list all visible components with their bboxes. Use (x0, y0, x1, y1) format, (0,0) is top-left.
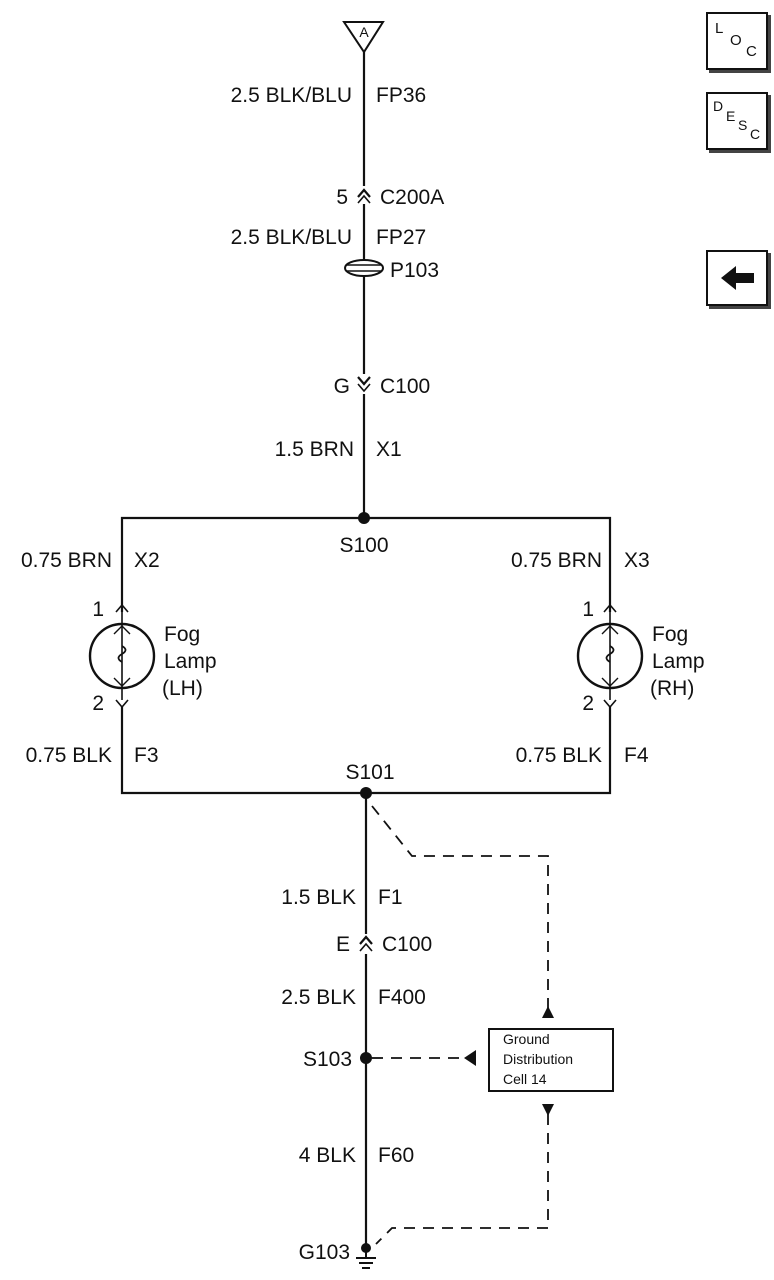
lamp-lh-line1: Fog (164, 623, 200, 646)
dashed-link-g103 (375, 1114, 549, 1245)
lamp-rh-line3: (RH) (650, 677, 694, 700)
desc-letter-e: E (726, 108, 736, 124)
connector-c200a-symbol (357, 186, 371, 204)
wire-f4-gauge: 0.75 BLK (516, 744, 602, 767)
loc-letter-o: O (730, 32, 742, 49)
wire-x2-circuit: X2 (134, 549, 160, 572)
lamp-rh-line1: Fog (652, 623, 688, 646)
loc-letter-l: L (715, 20, 724, 37)
ground-box-line1: Ground (503, 1031, 550, 1047)
lamp-lh-line3: (LH) (162, 677, 203, 700)
ground-label: G103 (299, 1241, 350, 1264)
connector-c100-top-symbol (357, 374, 371, 394)
connector-c100-top-pin: G (334, 375, 350, 398)
wire-x1-gauge: 1.5 BRN (275, 438, 354, 461)
ground-box-line2: Distribution (503, 1051, 573, 1067)
connector-a[interactable]: A (342, 21, 385, 54)
wire-fp36-circuit: FP36 (376, 84, 426, 107)
connector-a-label: A (359, 24, 369, 40)
lamp-rh-line2: Lamp (652, 650, 705, 673)
connector-c100-bottom-symbol (359, 934, 373, 954)
left-arrow-icon (721, 266, 754, 290)
wire-f3-circuit: F3 (134, 744, 159, 767)
ground-icon[interactable] (356, 1243, 376, 1269)
splice-s101-label: S101 (345, 761, 394, 784)
wire-f400-circuit: F400 (378, 986, 426, 1009)
splice-s103-label: S103 (303, 1048, 352, 1071)
wire-f400-gauge: 2.5 BLK (281, 986, 356, 1009)
lamp-lh-pin-bottom: 2 (92, 692, 104, 715)
splice-s100-label: S100 (339, 534, 388, 557)
wire-f3-gauge: 0.75 BLK (26, 744, 112, 767)
pass-through-grommet-icon (344, 259, 384, 277)
connector-c100-top-name: C100 (380, 375, 430, 398)
wire-fp27-circuit: FP27 (376, 226, 426, 249)
connector-c200a-name: C200A (380, 186, 444, 209)
ground-distribution-box[interactable]: Ground Distribution Cell 14 (488, 1028, 614, 1092)
dashed-arrow-left-icon (464, 1050, 476, 1066)
wire-f1-circuit: F1 (378, 886, 403, 909)
ground-box-line3: Cell 14 (503, 1071, 547, 1087)
desc-letter-d: D (713, 98, 724, 114)
wire-fp27-gauge: 2.5 BLK/BLU (231, 226, 352, 249)
dashed-arrow-down-icon (542, 1104, 554, 1116)
wire-x3-gauge: 0.75 BRN (511, 549, 602, 572)
wire-f60-gauge: 4 BLK (299, 1144, 356, 1167)
connector-c200a-pin: 5 (336, 186, 348, 209)
desc-letter-c: C (750, 126, 761, 142)
fog-lamp-lh[interactable] (88, 603, 156, 709)
lamp-rh-pin-top: 1 (582, 598, 594, 621)
splice-s100-dot[interactable] (358, 512, 370, 524)
wire-x1-circuit: X1 (376, 438, 402, 461)
wire-x3-circuit: X3 (624, 549, 650, 572)
connector-c100-bottom-name: C100 (382, 933, 432, 956)
connector-c100-bottom-pin: E (336, 933, 350, 956)
lamp-lh-line2: Lamp (164, 650, 217, 673)
back-button[interactable] (706, 250, 768, 306)
wire-x2-gauge: 0.75 BRN (21, 549, 112, 572)
wire-f60-circuit: F60 (378, 1144, 414, 1167)
location-button[interactable]: L O C (706, 12, 768, 70)
pass-through-label: P103 (390, 259, 439, 282)
fog-lamp-rh[interactable] (576, 603, 644, 709)
wire-fp36-gauge: 2.5 BLK/BLU (231, 84, 352, 107)
lamp-rh-pin-bottom: 2 (582, 692, 594, 715)
description-button[interactable]: D E S C (706, 92, 768, 150)
desc-letter-s: S (738, 117, 748, 133)
lamp-lh-pin-top: 1 (92, 598, 104, 621)
splice-s103-dot[interactable] (360, 1052, 372, 1064)
loc-letter-c: C (746, 43, 757, 60)
dashed-arrow-up-icon (542, 1006, 554, 1018)
wire-f1-gauge: 1.5 BLK (281, 886, 356, 909)
wire-f4-circuit: F4 (624, 744, 649, 767)
